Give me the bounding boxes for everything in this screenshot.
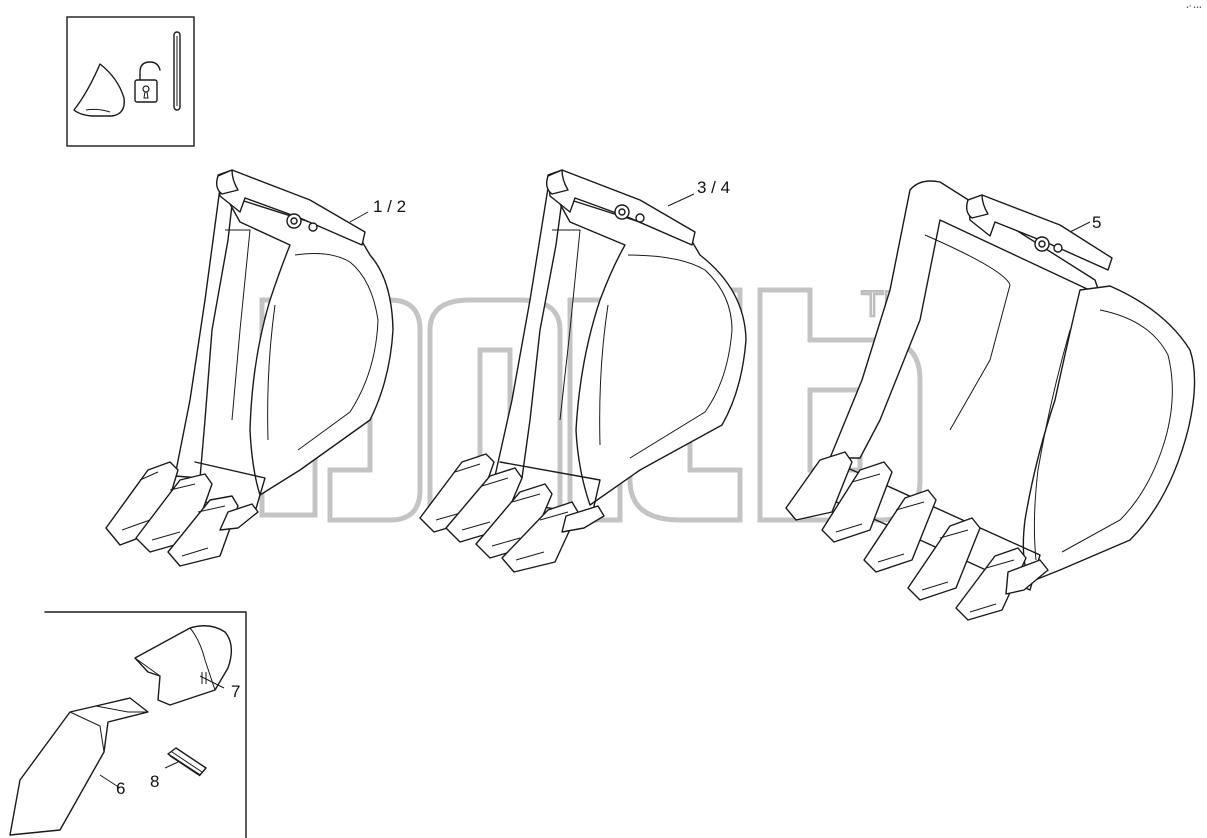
tooth (9, 697, 149, 836)
corner-code: •° ••• (1186, 5, 1202, 11)
callout-5: 5 (1092, 213, 1101, 232)
adapter-cap (134, 625, 233, 706)
callout-8: 8 (150, 772, 159, 791)
pin-symbol-icon (173, 31, 181, 111)
detail-inset: 7 6 8 (9, 611, 247, 838)
bucket-symbol-icon (73, 63, 125, 117)
callout-6: 6 (116, 779, 125, 798)
leader-bucket-medium (667, 193, 695, 207)
symbol-box (66, 16, 195, 147)
retaining-pin (164, 747, 207, 777)
leader-bucket-wide (1069, 221, 1091, 233)
callout-1-2: 1 / 2 (373, 197, 406, 216)
unlock-icon (134, 61, 161, 103)
bucket-narrow (105, 169, 394, 567)
bucket-wide (785, 180, 1196, 621)
bucket-medium (419, 169, 747, 573)
callout-3-4: 3 / 4 (697, 178, 730, 197)
leader-bucket-narrow (349, 211, 369, 223)
callout-7: 7 (231, 682, 240, 701)
